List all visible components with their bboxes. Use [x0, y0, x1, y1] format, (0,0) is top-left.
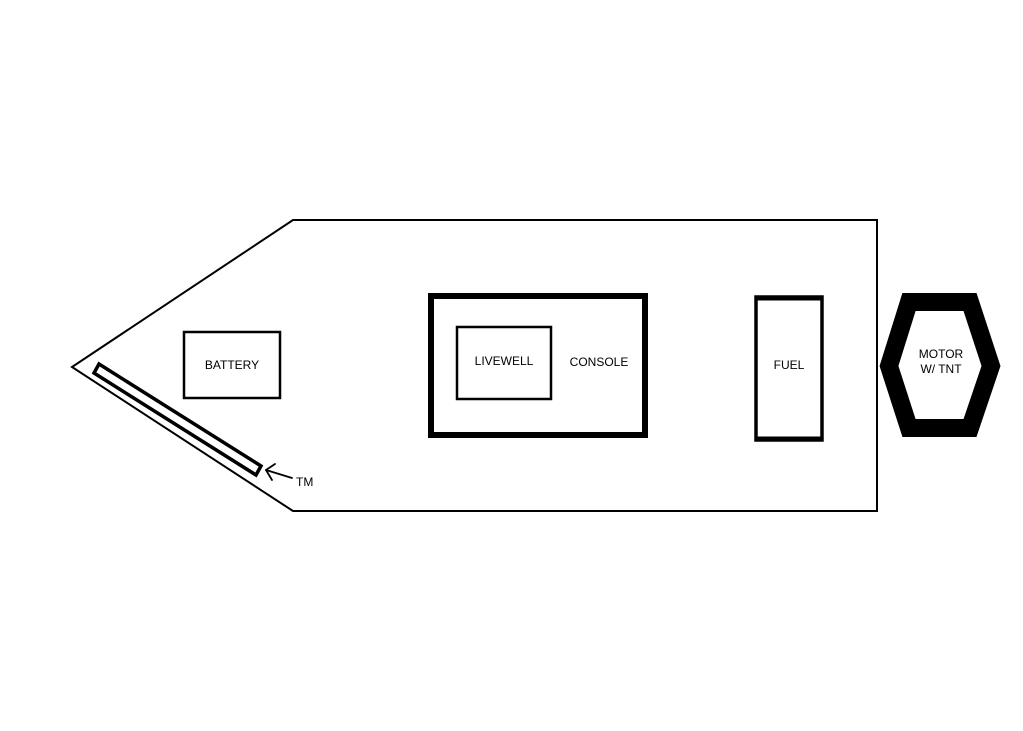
livewell-box: LIVEWELL [455, 325, 553, 401]
motor-label-line2: W/ TNT [920, 362, 962, 376]
arrow-pointer-icon [265, 463, 293, 481]
boat-hull [70, 219, 878, 512]
trolling-motor-label: TM [296, 475, 313, 489]
battery-label: BATTERY [205, 358, 259, 372]
battery-box: BATTERY [182, 330, 282, 400]
fuel-box: FUEL [754, 295, 824, 442]
console-label: CONSOLE [570, 355, 629, 369]
motor-label-line1: MOTOR [919, 347, 964, 361]
livewell-label: LIVEWELL [475, 354, 534, 368]
fuel-label: FUEL [774, 358, 805, 372]
trolling-motor-bar [91, 361, 264, 478]
motor-hexagon: MOTOR W/ TNT [879, 293, 1001, 437]
console-box: CONSOLE [428, 293, 648, 438]
